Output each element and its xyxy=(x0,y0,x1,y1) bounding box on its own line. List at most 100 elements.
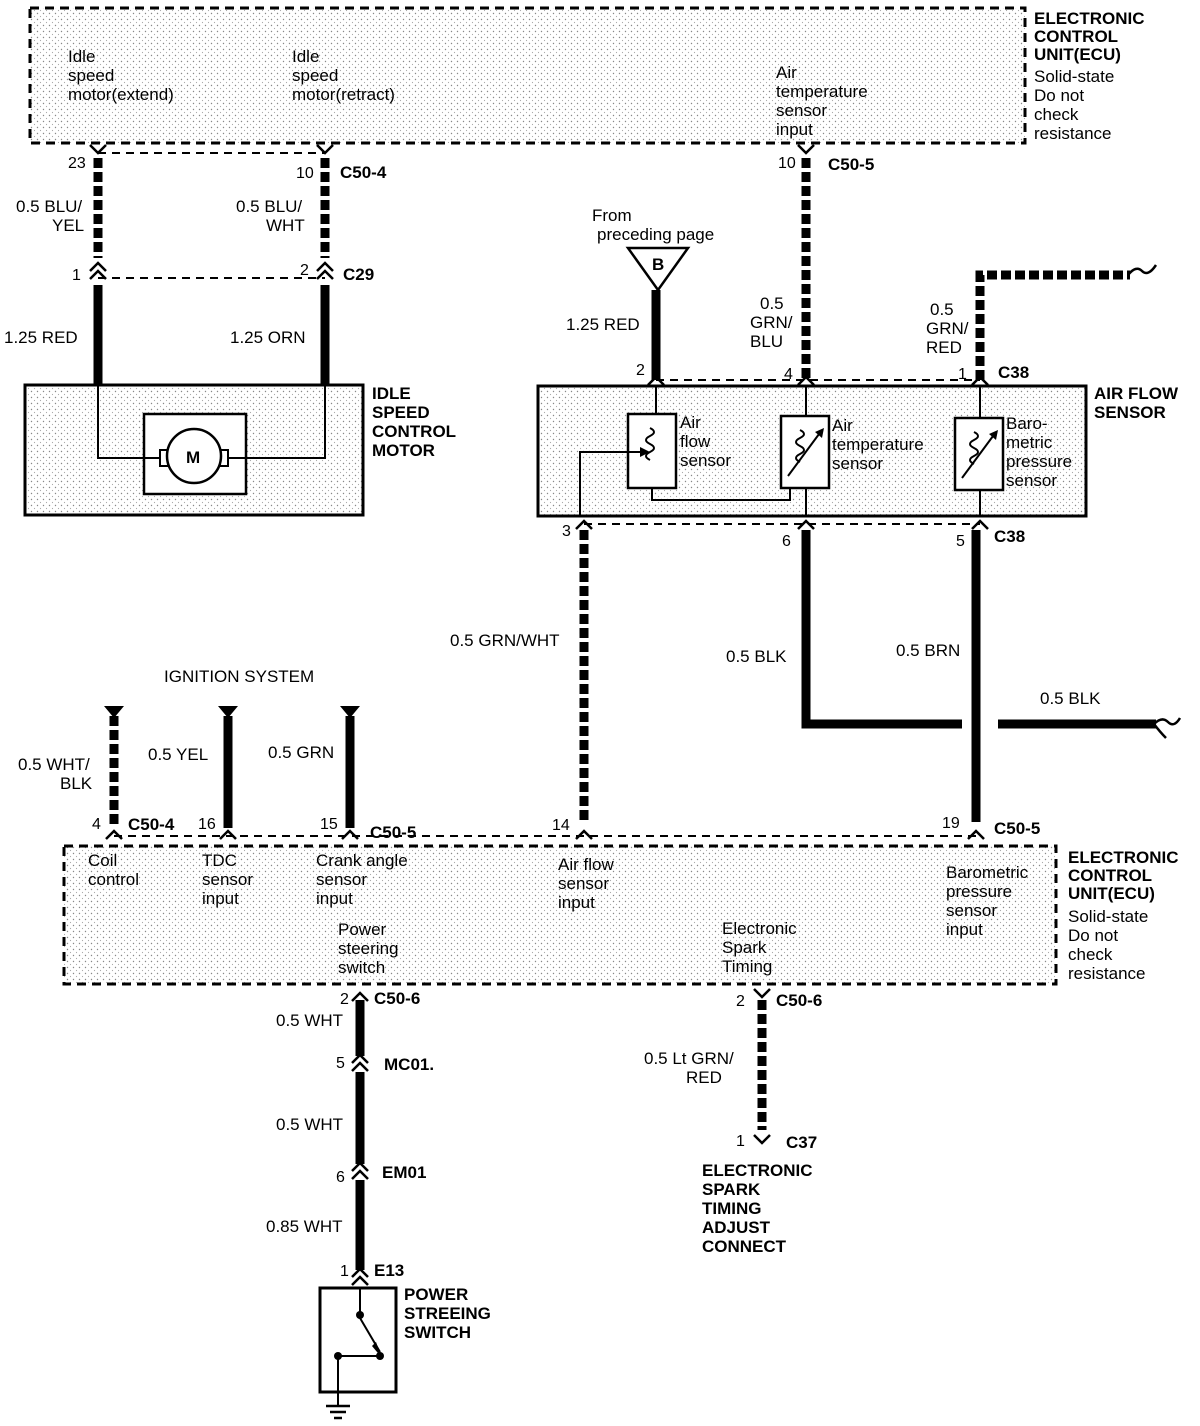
e13-symbol xyxy=(350,1267,370,1287)
motor-symbol: M xyxy=(186,448,200,467)
idle-motor-title: IDLE SPEED CONTROL MOTOR xyxy=(372,384,460,460)
pin-ps-2: 2 xyxy=(340,991,349,1008)
wire-label-blk: 0.5 BLK xyxy=(726,647,787,666)
est-pin2-symbol xyxy=(752,987,772,999)
ign-arrow-1 xyxy=(104,706,124,718)
offpage-connector-b xyxy=(625,246,691,293)
pin-b-4: 4 xyxy=(92,816,101,833)
est-input-label: Electronic Spark Timing xyxy=(722,919,801,976)
wire-label-blk2: 0.5 BLK xyxy=(1040,689,1101,708)
wire-blk xyxy=(801,530,962,729)
connector-c50-6-a: C50-6 xyxy=(374,989,420,1008)
airflow-input-label: Air flow sensor input xyxy=(558,855,618,912)
connector-c37: C37 xyxy=(786,1133,817,1152)
connector-c50-5-top: C50-5 xyxy=(828,155,874,174)
idle-speed-control-motor: M xyxy=(23,383,365,517)
wire-label-red-125b: 1.25 RED xyxy=(566,315,640,334)
wire-break-icon xyxy=(1127,264,1158,276)
em01-symbol xyxy=(350,1161,370,1181)
wire-label-yel: 0.5 YEL xyxy=(148,745,208,764)
c29-pin1-symbol xyxy=(88,261,108,281)
ps-switch-title: POWER STREEING SWITCH xyxy=(404,1285,496,1342)
wire-label-grn-blu: 0.5 GRN/ BLU xyxy=(750,294,797,351)
air-flow-sensor xyxy=(536,384,1088,518)
pin-est-1: 1 xyxy=(736,1133,745,1150)
pin-10b: 10 xyxy=(778,155,796,172)
wire-label-blu-wht: 0.5 BLU/ WHT xyxy=(236,197,307,235)
wire-label-wht1: 0.5 WHT xyxy=(276,1011,343,1030)
pin-af-2: 2 xyxy=(636,362,645,379)
air-temp-input-label: Air temperature sensor input xyxy=(776,63,872,139)
connector-c50-5-bot2: C50-5 xyxy=(994,819,1040,838)
pin-10a: 10 xyxy=(296,165,314,182)
ecu-bottom-note: Solid-state Do not check resistance xyxy=(1068,907,1153,983)
baro-input-label: Barometric pressure sensor input xyxy=(946,863,1033,939)
ign-arrow-3 xyxy=(340,706,360,718)
pin-23: 23 xyxy=(68,155,86,172)
c37-symbol xyxy=(752,1133,772,1145)
connector-c29: C29 xyxy=(343,265,374,284)
connector-c50-4-bot: C50-4 xyxy=(128,815,175,834)
wire-label-orn-125: 1.25 ORN xyxy=(230,328,306,347)
wire-label-grn: 0.5 GRN xyxy=(268,743,334,762)
b-pin15-symbol xyxy=(340,829,360,841)
connector-c50-5-bot1: C50-5 xyxy=(370,823,416,842)
wire-label-wht2: 0.5 WHT xyxy=(276,1115,343,1134)
pin-c29-2: 2 xyxy=(300,262,309,279)
pin-10b-fork xyxy=(796,143,816,155)
connector-em01: EM01 xyxy=(382,1163,426,1182)
af-pin4-symbol xyxy=(796,375,816,387)
wire-label-grn-wht: 0.5 GRN/WHT xyxy=(450,631,560,650)
at-element-label: Air temperature sensor xyxy=(832,416,928,473)
ecu-top: ELECTRONIC CONTROL UNIT(ECU) Solid-state… xyxy=(28,6,1149,145)
pin-af-5: 5 xyxy=(956,533,965,550)
wire-label-ltgrn-red: 0.5 Lt GRN/ RED xyxy=(644,1049,739,1087)
wire-label-red-125: 1.25 RED xyxy=(4,328,78,347)
idle-retract-label: Idle speed motor(retract) xyxy=(292,47,395,104)
bp-element-label: Baro- metric pressure sensor xyxy=(1006,414,1077,490)
wire-label-blu-yel: 0.5 BLU/ YEL xyxy=(16,197,87,235)
b-pin19-symbol xyxy=(966,829,986,841)
pin-10-fork xyxy=(315,143,335,155)
pin-af-6: 6 xyxy=(782,533,791,550)
af-element-label: Air flow sensor xyxy=(680,413,731,470)
connector-c50-6-b: C50-6 xyxy=(776,991,822,1010)
wire-label-brn: 0.5 BRN xyxy=(896,641,960,660)
pin-ps-1: 1 xyxy=(340,1263,349,1280)
af-pin6-symbol xyxy=(796,519,816,531)
coil-control-label: Coil control xyxy=(88,851,139,889)
air-flow-sensor-title: AIR FLOW SENSOR xyxy=(1094,384,1183,422)
ign-arrow-2 xyxy=(218,706,238,718)
ecu-bottom-title: ELECTRONIC CONTROL UNIT(ECU) xyxy=(1068,848,1183,903)
tdc-label: TDC sensor input xyxy=(202,851,258,908)
motor-icon xyxy=(165,427,223,485)
from-preceding-label: From preceding page xyxy=(592,206,714,244)
connector-c50-4-top: C50-4 xyxy=(340,163,387,182)
ps-switch-input-label: Power steering switch xyxy=(338,920,403,977)
est-connect-title: ELECTRONIC SPARK TIMING ADJUST CONNECT xyxy=(702,1161,817,1256)
connector-mc01: MC01. xyxy=(384,1055,434,1074)
c29-pin2-symbol xyxy=(315,261,335,281)
crank-angle-label: Crank angle sensor input xyxy=(316,851,412,908)
pin-b-15: 15 xyxy=(320,816,338,833)
wire-break-icon-2 xyxy=(1153,717,1182,739)
ecu-top-title: ELECTRONIC CONTROL UNIT(ECU) xyxy=(1034,9,1149,64)
wire-label-wht3: 0.85 WHT xyxy=(266,1217,343,1236)
power-steering-switch xyxy=(318,1286,398,1420)
pin-af-3: 3 xyxy=(562,523,571,540)
mc01-symbol xyxy=(350,1053,370,1073)
pin-b-16: 16 xyxy=(198,816,216,833)
pin-af-1: 1 xyxy=(958,366,967,383)
pin-c29-1: 1 xyxy=(72,267,81,284)
ignition-system-label: IGNITION SYSTEM xyxy=(164,667,314,686)
ps-pin2-symbol xyxy=(350,991,370,1003)
pin-est-2: 2 xyxy=(736,993,745,1010)
wire-label-grn-red: 0.5 GRN/ RED xyxy=(926,300,973,357)
pin-ps-6: 6 xyxy=(336,1169,345,1186)
pin-b-14: 14 xyxy=(552,817,570,834)
connector-c38-bot: C38 xyxy=(994,527,1025,546)
ecu-top-note: Solid-state Do not check resistance xyxy=(1034,67,1119,143)
pin-b-19: 19 xyxy=(942,815,960,832)
wire-label-wht-blk: 0.5 WHT/ BLK xyxy=(18,755,95,793)
